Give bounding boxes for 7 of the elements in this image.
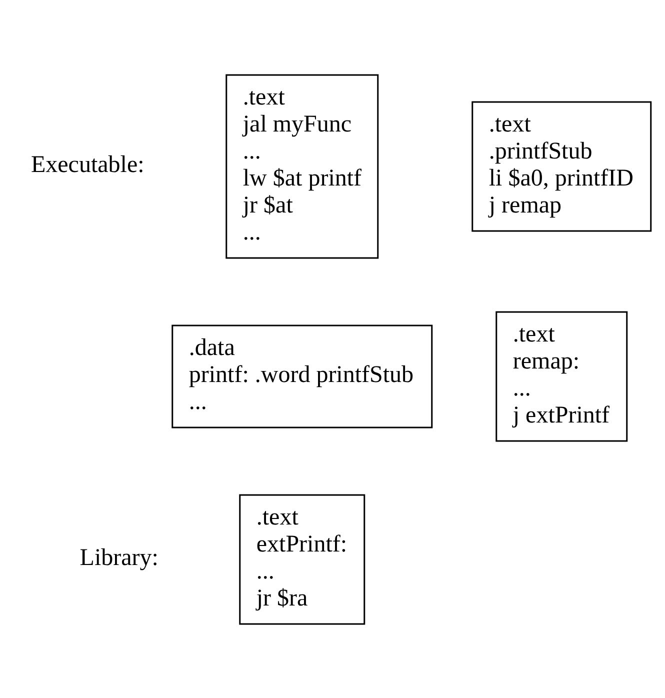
- node-box: .text .printfStub li $a0, printfID j remap: [472, 100, 652, 232]
- node-label: Library:: [80, 544, 158, 571]
- node-box: .text remap: ... j extPrintf: [496, 310, 628, 442]
- node-label: Executable:: [30, 152, 144, 178]
- node-box: .data printf: .word printfStub ...: [172, 324, 433, 428]
- node-box: .text jal myFunc ... lw $at printf jr $at ...: [226, 74, 379, 258]
- node-box: .text extPrintf: ... jr $ra: [239, 494, 366, 624]
